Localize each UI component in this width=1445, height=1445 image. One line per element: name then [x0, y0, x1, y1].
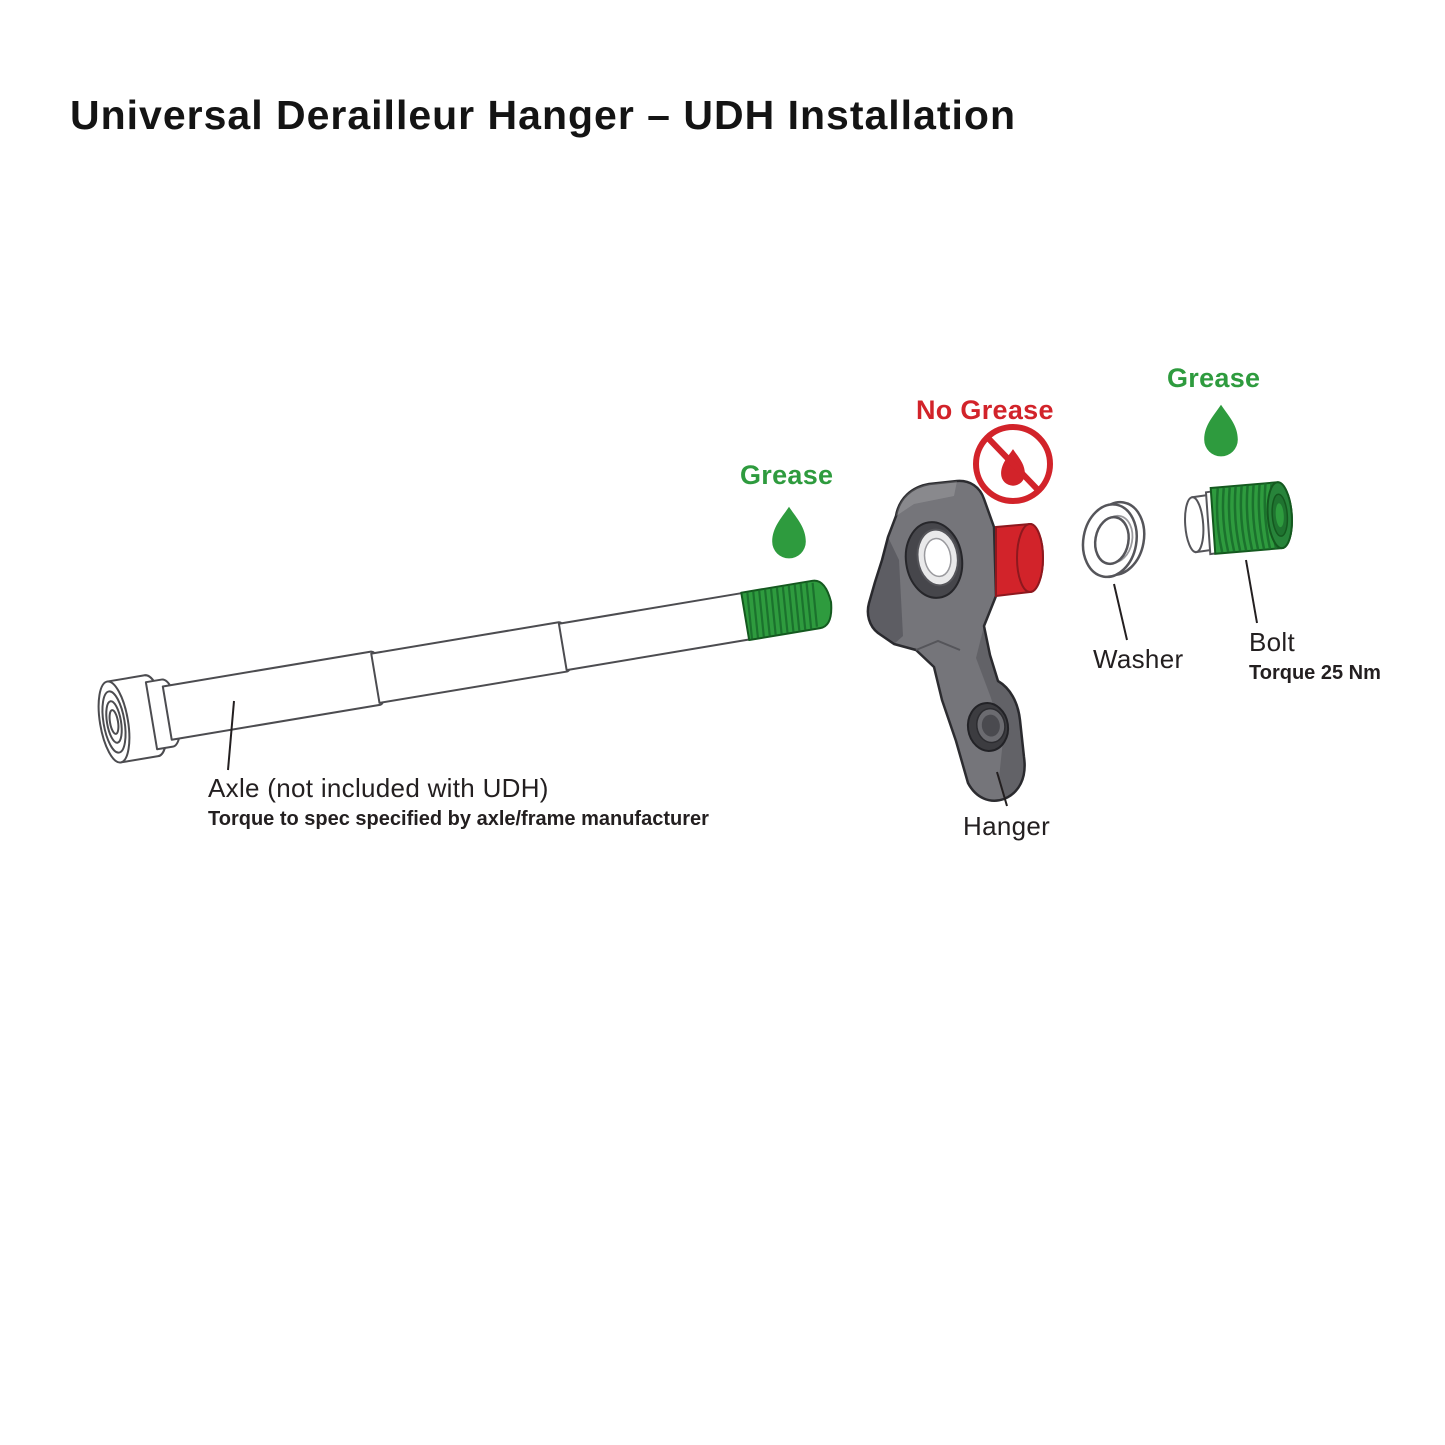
axle-leader-line: [227, 700, 235, 771]
grease-label-axle: Grease: [740, 460, 834, 490]
bolt-torque-note: Torque 25 Nm: [1249, 662, 1381, 684]
grease-droplet-bolt-icon: [1204, 404, 1238, 457]
hanger-illustration: [866, 479, 1026, 802]
bolt-leader-line: [1245, 559, 1258, 624]
page-title: Universal Derailleur Hanger – UDH Instal…: [70, 92, 1016, 138]
grease-droplet-axle-icon: [772, 506, 806, 559]
washer-leader-line: [1113, 583, 1128, 641]
axle-thread: [740, 579, 833, 642]
washer-label: Washer: [1093, 644, 1184, 674]
axle-shaft: [161, 650, 387, 741]
hanger-lower-hole: [966, 702, 1010, 752]
washer-illustration: [1081, 500, 1146, 579]
bolt-label: Bolt: [1249, 627, 1296, 657]
axle-illustration: [97, 579, 833, 764]
no-droplet-icon: [973, 424, 1053, 504]
axle-torque-note: Torque to spec specified by axle/frame m…: [208, 808, 709, 830]
hanger-upper-hole: [904, 521, 964, 599]
bolt-illustration: [1184, 481, 1293, 556]
axle-label: Axle (not included with UDH): [208, 773, 549, 803]
no-grease-boss: [995, 522, 1044, 598]
hanger-leader-line: [996, 771, 1008, 807]
no-grease-label: No Grease: [916, 395, 1054, 425]
grease-label-bolt: Grease: [1167, 363, 1261, 393]
hanger-label: Hanger: [963, 811, 1051, 841]
